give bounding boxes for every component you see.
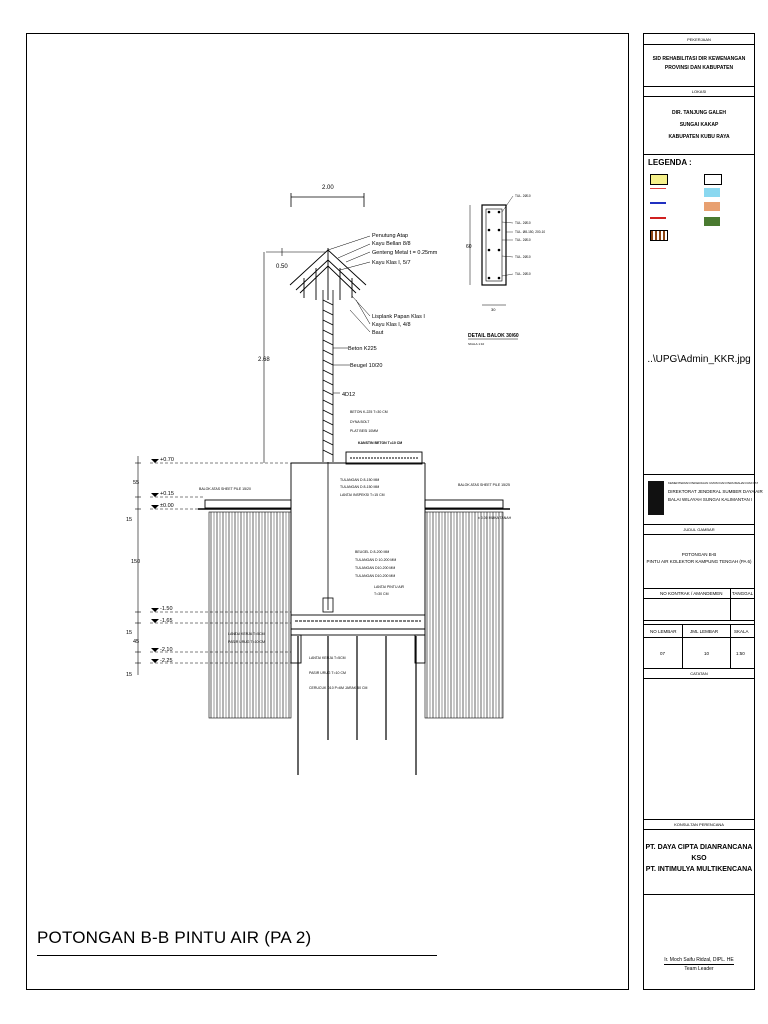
svg-text:TUL. Ø8-150, 200-10: TUL. Ø8-150, 200-10 [515, 230, 545, 234]
drawing-frame [26, 33, 629, 990]
sheet-pile-left [208, 511, 292, 719]
svg-text:PASIR URUG T=10 CM: PASIR URUG T=10 CM [228, 640, 265, 644]
svg-text:0.50: 0.50 [276, 264, 288, 270]
svg-text:-1.65: -1.65 [160, 618, 173, 624]
svg-text:LANTAI KERJA T=5CM: LANTAI KERJA T=5CM [309, 656, 346, 660]
sheet-pile-right [424, 511, 504, 719]
svg-text:TUL. 2Ø10: TUL. 2Ø10 [515, 238, 531, 242]
svg-text:Beugel 10/20: Beugel 10/20 [350, 363, 382, 369]
konsultan-line-1: PT. DAYA CIPTA DIANRANCANA [645, 844, 753, 851]
svg-text:15: 15 [126, 630, 132, 636]
detail-balok: 60 30 TUL. 2Ø10 TUL. 2Ø10 TUL. Ø8-150, 2… [466, 194, 545, 346]
svg-text:Kayu Klas I, 5/7: Kayu Klas I, 5/7 [372, 260, 411, 266]
svg-text:TUL. 2Ø10: TUL. 2Ø10 [515, 221, 531, 225]
svg-text:45: 45 [133, 639, 139, 645]
svg-text:LANTAI PINTU AIR: LANTAI PINTU AIR [374, 585, 405, 589]
svg-text:-2.10: -2.10 [160, 647, 173, 653]
level-marks: +0.70 +0.15 ±0.00 -1.50 -1.65 -2.10 -2.2… [126, 456, 291, 678]
svg-text:BALOK ATAS SHEET PILE 15/25: BALOK ATAS SHEET PILE 15/25 [458, 483, 510, 487]
judul-line-2: PINTU AIR KOLEKTOR KAMPUNG TENGAH (PA 6) [646, 559, 752, 564]
pekerjaan-line-2: PROVINSI DAN KABUPATEN [664, 65, 734, 71]
dim-0-50: 0.50 [266, 248, 326, 270]
konsultan-line-2: KSO [691, 855, 707, 862]
svg-text:-2.25: -2.25 [160, 658, 173, 664]
catatan-label: CATATAN [690, 671, 708, 676]
svg-text:Kayu Klas I, 4/8: Kayu Klas I, 4/8 [372, 322, 411, 328]
svg-text:-1.50: -1.50 [160, 606, 173, 612]
person-role: Team Leader [684, 966, 714, 972]
svg-text:Beton K225: Beton K225 [348, 346, 377, 352]
konsultan-label: KONSULTAN PERENCANA [674, 822, 724, 827]
svg-text:TULANGAN D 10-200 MM: TULANGAN D 10-200 MM [355, 558, 396, 562]
drawing-title: POTONGAN B-B PINTU AIR (PA 2) [37, 928, 312, 947]
pekerjaan-line-1: SID REHABILITASI DIR KEWENANGAN [652, 56, 746, 62]
lokasi-line-1: DIR. TANJUNG GALEH [671, 110, 727, 116]
svg-text:±0.00: ±0.00 [160, 503, 174, 509]
judul-line-1: POTONGAN B-B [681, 552, 717, 557]
svg-text:+0.15: +0.15 [160, 491, 174, 497]
svg-text:Penutung Atap: Penutung Atap [372, 233, 408, 239]
svg-text:TULANGAN D10-200 MM: TULANGAN D10-200 MM [355, 574, 395, 578]
leader-lines [327, 235, 371, 394]
svg-text:Baut: Baut [372, 330, 384, 336]
svg-text:Kayu Bellan 8/8: Kayu Bellan 8/8 [372, 241, 411, 247]
pekerjaan-label: PEKERJAAN [687, 37, 711, 42]
svg-text:TULANGAN D 8-150 MM: TULANGAN D 8-150 MM [340, 478, 379, 482]
svg-text:15: 15 [126, 517, 132, 523]
svg-text:TULANGAN D10-200 MM: TULANGAN D10-200 MM [355, 566, 395, 570]
svg-text:60: 60 [466, 244, 472, 250]
roof [289, 248, 367, 300]
svg-text:DETAIL BALOK 30/60: DETAIL BALOK 30/60 [468, 333, 519, 339]
lokasi-label: LOKASI [691, 89, 707, 94]
svg-text:15: 15 [126, 672, 132, 678]
title-underline [37, 955, 437, 956]
judul-label: JUDUL GAMBAR [683, 527, 715, 532]
svg-text:PLAT BESI 10MM: PLAT BESI 10MM [350, 429, 378, 433]
svg-text:150: 150 [131, 559, 140, 565]
svg-text:+0.70: +0.70 [160, 457, 174, 463]
column [322, 290, 334, 613]
svg-text:BALOK ATAS SHEET PILE 15/20: BALOK ATAS SHEET PILE 15/20 [199, 487, 251, 491]
cerucuk-piles [297, 636, 417, 775]
title-block: PEKERJAAN SID REHABILITASI DIR KEWENANGA… [643, 33, 763, 990]
dim-top-label: 2.00 [322, 185, 334, 191]
lokasi-line-2: SUNGAI KAKAP [679, 122, 719, 128]
svg-text:LANTAI KERJA T=5CM: LANTAI KERJA T=5CM [228, 632, 265, 636]
svg-text:TUL. 2Ø10: TUL. 2Ø10 [515, 272, 531, 276]
konsultan-line-3: PT. INTIMULYA MULTIKENCANA [645, 866, 753, 873]
person-name: Ir. Moch Saifu Ridzal, DIPL. HE [664, 957, 734, 963]
svg-text:CERUCUK D10 P=6M JARAK 50 CM: CERUCUK D10 P=6M JARAK 50 CM [309, 686, 368, 690]
svg-text:PASIR URUG T=10 CM: PASIR URUG T=10 CM [309, 671, 346, 675]
svg-text:Lisplank Papan Klas I: Lisplank Papan Klas I [372, 314, 425, 320]
svg-text:BETON K-225 T=30 CM: BETON K-225 T=30 CM [350, 410, 388, 414]
svg-text:TUL. 2Ø10: TUL. 2Ø10 [515, 194, 531, 198]
svg-text:KANSTIN BETON T=10 CM: KANSTIN BETON T=10 CM [358, 441, 402, 445]
svg-text:BEUGEL D 8-200 MM: BEUGEL D 8-200 MM [355, 550, 389, 554]
roof-labels: Penutung Atap Kayu Bellan 8/8 Genteng Me… [342, 233, 438, 398]
ministry-logo [648, 481, 664, 515]
dim-2-00: 2.00 [290, 185, 365, 207]
lokasi-line-3: KABUPATEN KUBU RAYA [668, 134, 730, 140]
svg-text:30: 30 [491, 307, 496, 312]
svg-text:LANTAI INSPEKSI T=15 CM: LANTAI INSPEKSI T=15 CM [340, 493, 385, 497]
tulangan-mid-labels: BEUGEL D 8-200 MM TULANGAN D 10-200 MM T… [228, 550, 405, 690]
svg-text:DYNA BOLT: DYNA BOLT [350, 420, 370, 424]
svg-text:T=30 CM: T=30 CM [374, 592, 389, 596]
inspect-labels: BETON K-225 T=30 CM DYNA BOLT PLAT BESI … [199, 410, 512, 520]
svg-text:55: 55 [133, 480, 139, 486]
svg-text:4D12: 4D12 [342, 392, 355, 398]
legenda-label: LEGENDA : [648, 158, 692, 167]
svg-text:Genteng Metal t = 0.25mm: Genteng Metal t = 0.25mm [372, 250, 438, 256]
svg-text:SKALA 1:10: SKALA 1:10 [468, 342, 485, 346]
svg-text:TUL. 2Ø10: TUL. 2Ø10 [515, 255, 531, 259]
dim-2-68: 2.68 [258, 252, 270, 463]
svg-text:TULANGAN D 8-150 MM: TULANGAN D 8-150 MM [340, 485, 379, 489]
svg-text:2.68: 2.68 [258, 357, 270, 363]
image-reference: ..\UPG\Admin_KKR.jpg [647, 354, 751, 365]
